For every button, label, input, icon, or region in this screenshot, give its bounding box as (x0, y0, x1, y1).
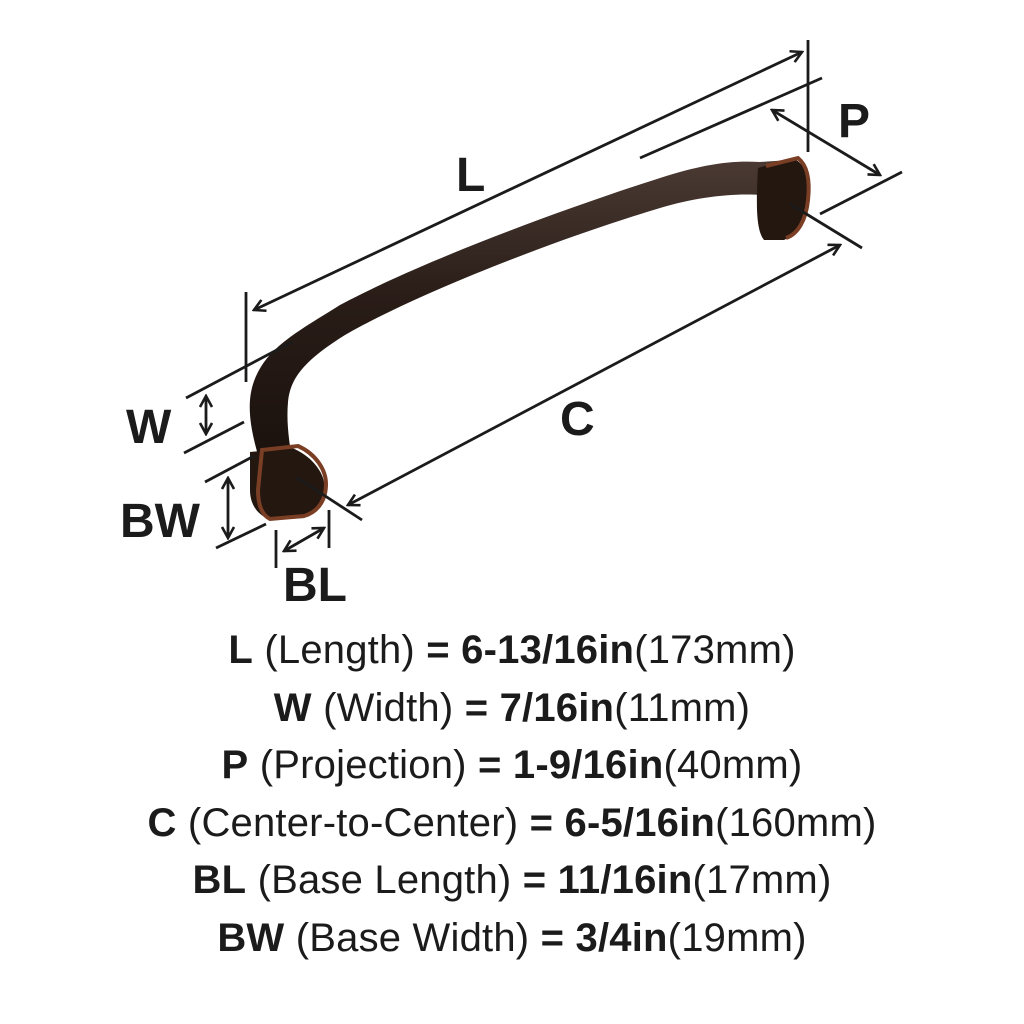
dimension-diagram: L P C W BW BL (120, 40, 903, 612)
spec-base-length: BL (Base Length) = 11/16in(17mm) (192, 858, 832, 902)
dimension-lines (183, 40, 903, 568)
dimension-label-length: L (456, 149, 486, 202)
specification-list: L (Length) = 6-13/16in(173mm) W (Width) … (0, 622, 1024, 967)
dimension-label-base-width: BW (120, 495, 200, 548)
spec-center-to-center: C (Center-to-Center) = 6-5/16in(160mm) (147, 800, 877, 845)
dimension-label-projection: P (838, 95, 871, 148)
dimension-label-center-to-center: C (560, 393, 595, 446)
handle-illustration (183, 40, 903, 568)
spec-length: L (Length) = 6-13/16in(173mm) (228, 628, 796, 672)
spec-projection: P (Projection) = 1-9/16in(40mm) (221, 743, 803, 787)
handle-body (249, 155, 811, 522)
dimension-label-base-length: BL (283, 559, 347, 612)
dimension-label-width: W (126, 401, 172, 454)
spec-width: W (Width) = 7/16in(11mm) (273, 685, 751, 730)
spec-base-width: BW (Base Width) = 3/4in(19mm) (217, 915, 807, 960)
